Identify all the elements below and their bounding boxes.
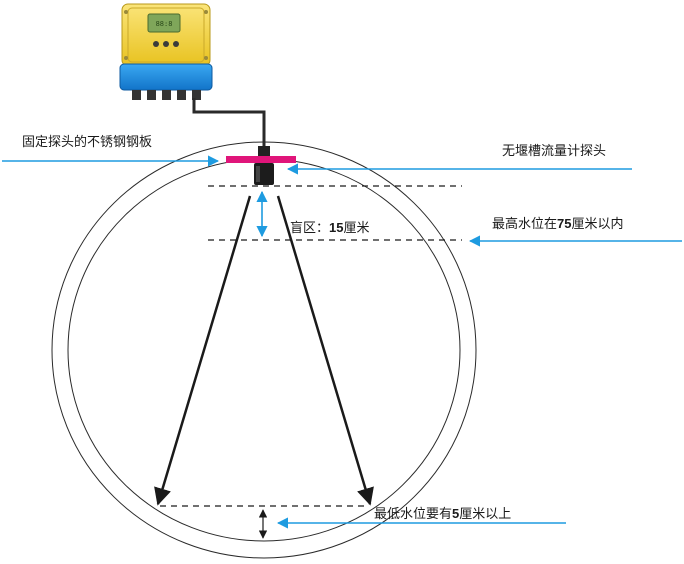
probe-label: 无堰槽流量计探头: [502, 144, 607, 159]
max-level-label: 最高水位在75厘米以内: [492, 216, 624, 232]
flowmeter-transmitter-icon: 88:8: [119, 3, 213, 100]
pipe-outer-wall: [51, 141, 477, 559]
pipe-cross-section: [51, 141, 477, 559]
pipe-inner-wall: [67, 158, 461, 542]
device-screen: [147, 13, 181, 33]
device-screen-text: 88:8: [156, 20, 173, 28]
blind-zone-label: 盲区：15厘米: [290, 220, 370, 236]
device-base: [119, 63, 213, 91]
beam-right: [276, 195, 374, 506]
min-level-label: 最低水位要有5厘米以上: [374, 506, 512, 522]
steel-plate-label: 固定探头的不锈钢钢板: [22, 135, 153, 150]
probe-cable: [192, 98, 266, 148]
device-button: [163, 41, 169, 47]
device-button: [153, 41, 159, 47]
beam-left: [154, 195, 252, 506]
min-level-value: 5: [452, 506, 460, 521]
steel-plate: [226, 156, 296, 163]
device-button: [173, 41, 179, 47]
probe-icon: [254, 146, 274, 185]
max-level-value: 75: [557, 216, 572, 231]
blind-zone-value: 15: [329, 220, 344, 235]
